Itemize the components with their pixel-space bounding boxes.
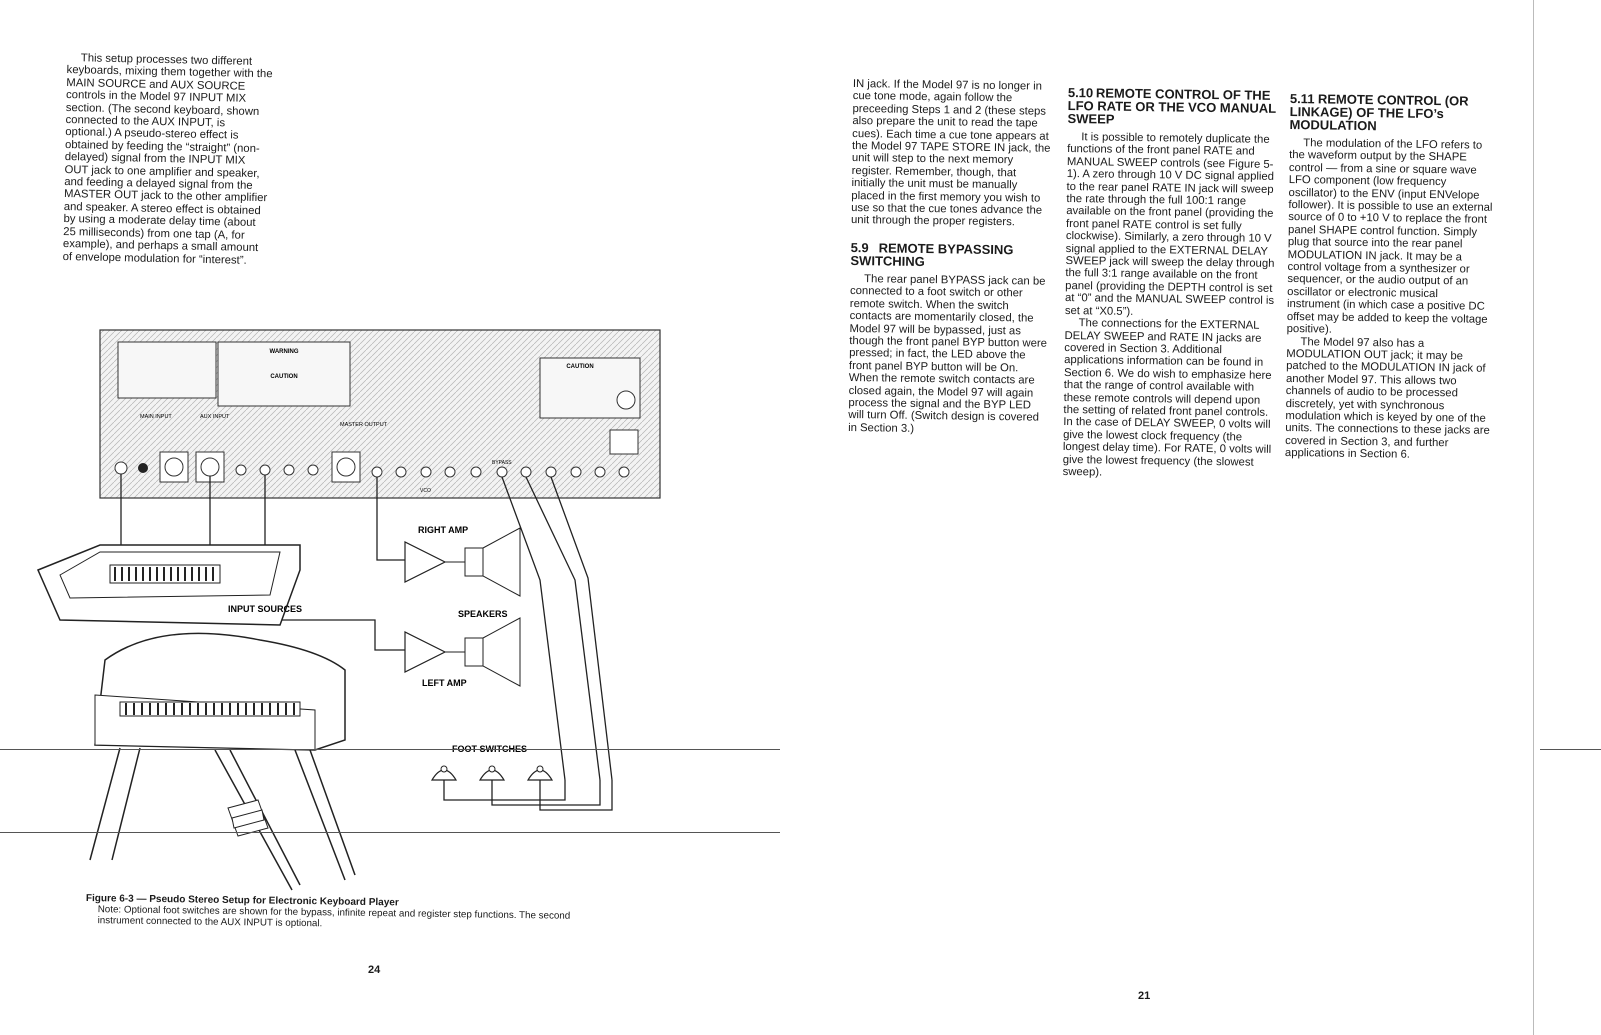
right-amp [404, 527, 521, 597]
foot-switches [430, 765, 554, 781]
cables [120, 474, 613, 811]
left-amp-label: LEFT AMP [422, 678, 467, 688]
figure-caption: Figure 6-3 — Pseudo Stereo Setup for Ele… [86, 893, 616, 933]
section-5-10-p2: The connections for the EXTERNAL DELAY S… [1062, 317, 1272, 479]
right-col-1: IN jack. If the Model 97 is no longer in… [848, 78, 1053, 437]
bypass-jack-label: BYPASS [492, 460, 512, 466]
section-5-9-text: The rear panel BYPASS jack can be connec… [848, 273, 1048, 435]
rear-panel: WARNING CAUTION CAUTION MAIN INPUT AUX I… [99, 329, 661, 499]
master-output-label: MASTER OUTPUT [340, 422, 388, 428]
speakers-label: SPEAKERS [458, 609, 508, 619]
vco-label: VCO [420, 488, 431, 494]
main-input-label: MAIN INPUT [140, 414, 172, 420]
horizontal-rule-top [0, 749, 780, 750]
horizontal-rule-right [1540, 749, 1601, 750]
aux-input-label: AUX INPUT [200, 414, 230, 420]
warning-label: WARNING [270, 349, 299, 355]
section-5-10-p1: It is possible to remotely duplicate the… [1064, 131, 1275, 318]
left-page-number: 24 [368, 964, 381, 976]
caution-right-label: CAUTION [566, 364, 593, 370]
section-5-10-title: REMOTE CONTROL OF THE LFO RATE OR THE VC… [1067, 85, 1277, 127]
left-intro-paragraph: This setup processes two different keybo… [63, 52, 273, 267]
right-edge-border [1533, 0, 1534, 1035]
horizontal-rule-bottom [0, 832, 780, 833]
input-sources-label: INPUT SOURCES [228, 604, 302, 614]
col1-text: IN jack. If the Model 97 is no longer in… [850, 78, 1051, 229]
right-amp-label: RIGHT AMP [418, 525, 468, 535]
section-5-11-p1: The modulation of the LFO refers to the … [1286, 137, 1493, 336]
electric-piano [89, 632, 356, 891]
right-page-number: 21 [1138, 990, 1151, 1002]
intro-text: This setup processes two different keybo… [62, 52, 273, 267]
figure-6-3-diagram: WARNING CAUTION CAUTION MAIN INPUT AUX I… [37, 329, 661, 891]
section-5-11-p2: The Model 97 also has a MODULATION OUT j… [1284, 335, 1490, 461]
caution-center-label: CAUTION [270, 374, 297, 380]
left-amp [404, 617, 521, 687]
synth-keyboard [37, 544, 301, 626]
